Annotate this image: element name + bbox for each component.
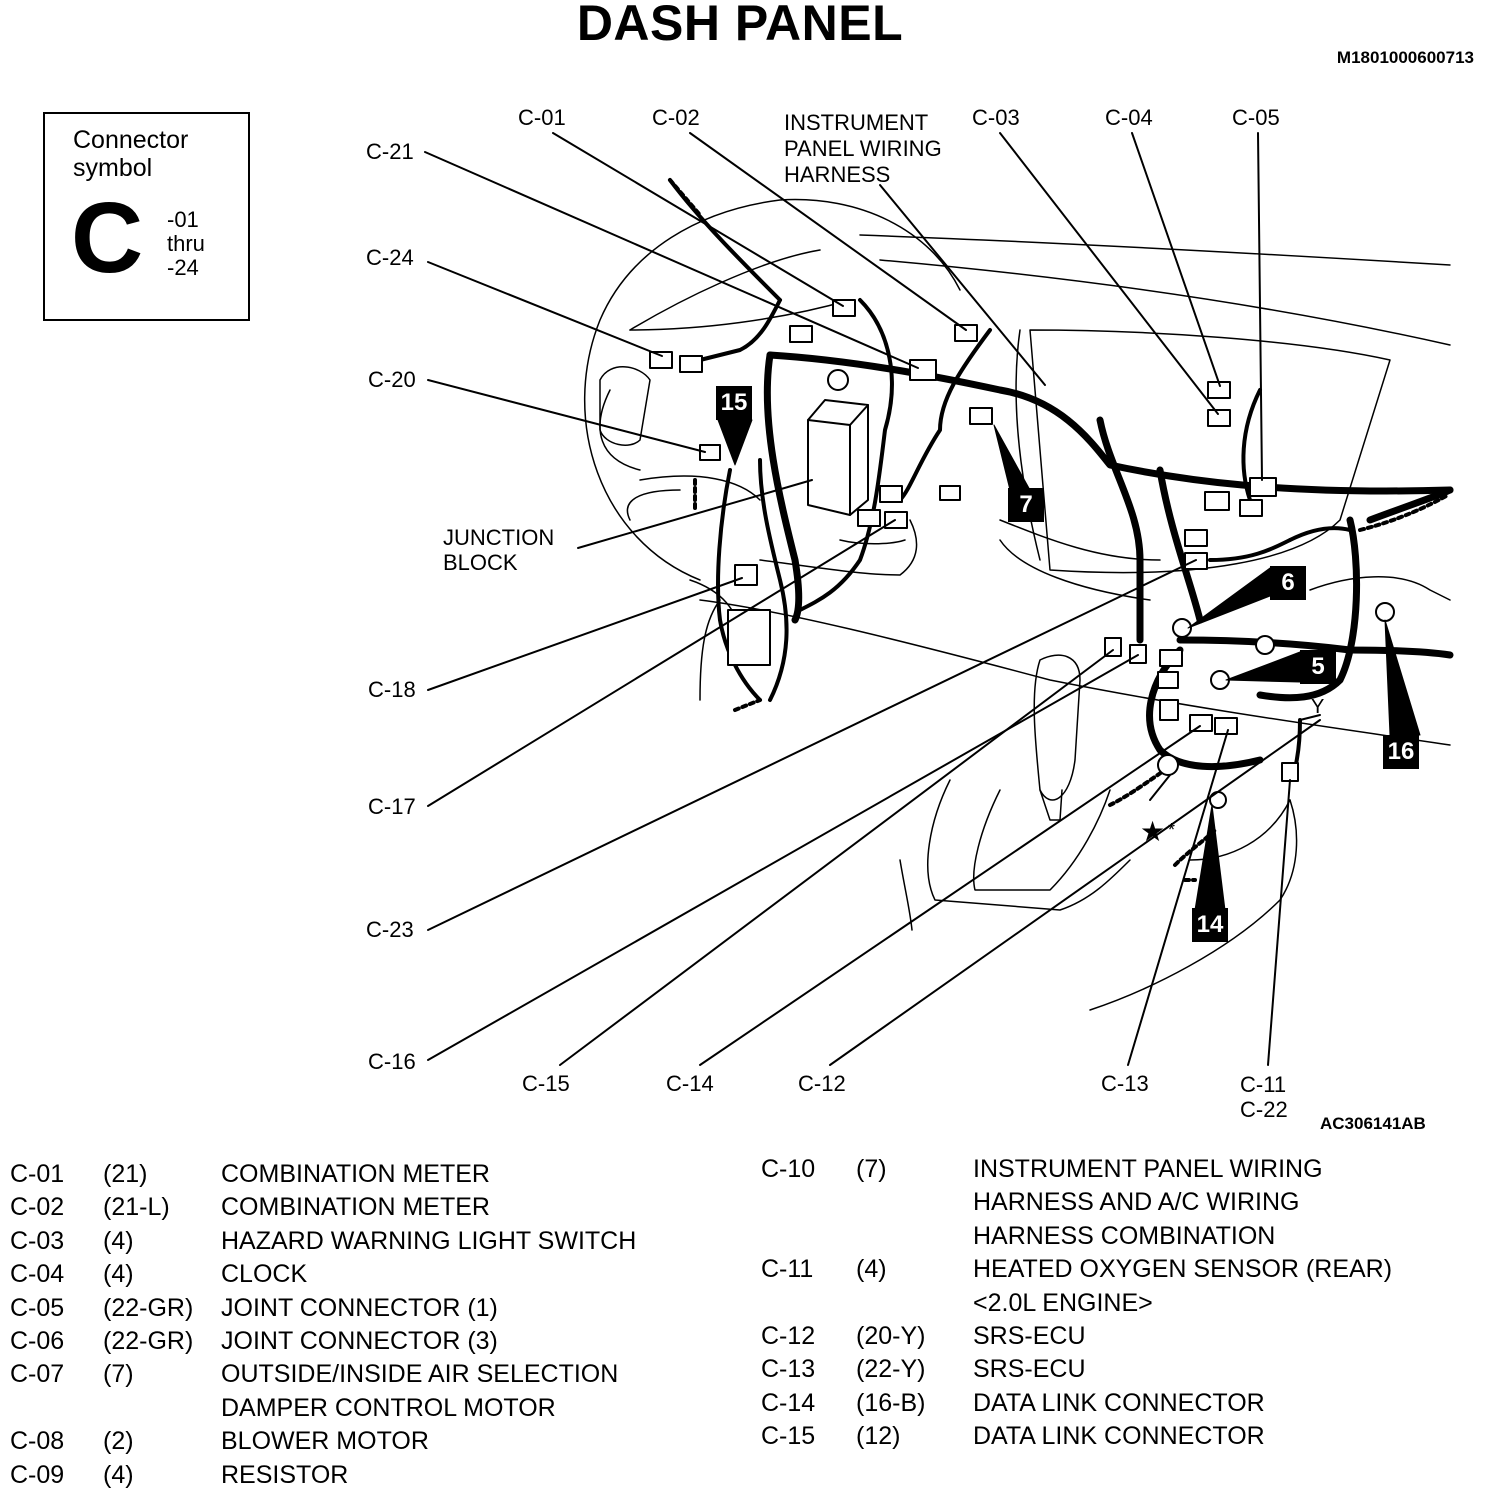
callout-c-11-c-22: C-11 C-22 xyxy=(1240,1072,1288,1122)
callout-c-13: C-13 xyxy=(1101,1071,1149,1096)
connector-pins: (12) xyxy=(856,1422,901,1451)
callout-c-24: C-24 xyxy=(366,245,414,270)
connector-pins: (2) xyxy=(103,1427,134,1456)
wiring-harness xyxy=(763,351,1454,770)
callout-instrument-panel-wiring-harness: INSTRUMENT PANEL WIRING HARNESS xyxy=(784,110,942,187)
connector-name: BLOWER MOTOR xyxy=(221,1427,429,1456)
connector-code: C-05 xyxy=(10,1293,65,1322)
connector-pins: (21-L) xyxy=(103,1193,170,1222)
callout-c-02: C-02 xyxy=(652,105,700,130)
connector-symbol-box: Connector symbol C -01 thru -24 xyxy=(43,112,250,321)
callout-c-03: C-03 xyxy=(972,105,1020,130)
page-title: DASH PANEL xyxy=(576,0,904,51)
callout-c-21: C-21 xyxy=(366,139,414,164)
connector-name: CLOCK xyxy=(221,1260,308,1289)
callout-junction-block: JUNCTION BLOCK xyxy=(443,525,555,575)
star-icon: ★ xyxy=(1140,816,1166,847)
connector-code: C-15 xyxy=(761,1422,816,1451)
connector-code: C-01 xyxy=(10,1160,65,1188)
connector-code: C-11 xyxy=(761,1255,814,1284)
marker-5: 5 xyxy=(1300,650,1336,684)
connector-name: HARNESS AND A/C WIRING xyxy=(973,1188,1300,1217)
connector-pins: (7) xyxy=(856,1155,887,1183)
leader-lines xyxy=(424,132,1321,1066)
connector-pins: (7) xyxy=(103,1360,134,1389)
connector-pins: (22-GR) xyxy=(103,1327,194,1355)
connector-code: C-03 xyxy=(10,1226,65,1255)
callout-c-14: C-14 xyxy=(666,1071,714,1096)
connector-pins: (16-B) xyxy=(856,1388,926,1417)
connector-pins: (4) xyxy=(103,1460,134,1489)
connector-pins: (4) xyxy=(856,1255,887,1284)
connector-name: <2.0L ENGINE> xyxy=(973,1288,1153,1317)
document-id: M1801000600713 xyxy=(1336,48,1474,67)
connector-name: DATA LINK CONNECTOR xyxy=(973,1388,1265,1417)
marker-16: 16 xyxy=(1383,735,1419,769)
connector-code: C-08 xyxy=(10,1427,65,1456)
connector-name: INSTRUMENT PANEL WIRING xyxy=(973,1155,1323,1183)
connector-name: DATA LINK CONNECTOR xyxy=(973,1422,1265,1451)
connector-pins: (4) xyxy=(103,1260,134,1289)
connector-name: COMBINATION METER xyxy=(221,1193,490,1222)
connector-name: SRS-ECU xyxy=(973,1355,1086,1384)
marker-14: 14 xyxy=(1192,908,1228,942)
connector-name: OUTSIDE/INSIDE AIR SELECTION xyxy=(221,1360,619,1389)
connector-blocks xyxy=(649,299,1395,809)
connector-symbol-letter: C xyxy=(71,182,144,294)
figure-id: AC306141AB xyxy=(1320,1114,1426,1133)
connector-name: DAMPER CONTROL MOTOR xyxy=(221,1393,556,1422)
connector-code: C-06 xyxy=(10,1327,65,1355)
connector-table-left: C-01 (21) COMBINATION METER C-02 (21-L) COMBI… xyxy=(10,1160,730,1490)
connector-name: JOINT CONNECTOR (1) xyxy=(221,1293,498,1322)
connector-name: SRS-ECU xyxy=(973,1322,1086,1350)
marker-6: 6 xyxy=(1270,566,1306,600)
connector-symbol-label: Connector symbol xyxy=(73,126,189,182)
connector-code: C-10 xyxy=(761,1155,816,1183)
connector-pins: (20-Y) xyxy=(856,1322,926,1350)
connector-pins: (22-GR) xyxy=(103,1293,194,1322)
connector-name: COMBINATION METER xyxy=(221,1160,490,1188)
connector-code: C-12 xyxy=(761,1322,816,1350)
callout-c-05: C-05 xyxy=(1232,105,1280,130)
callout-c-16: C-16 xyxy=(368,1049,416,1074)
connector-name: HAZARD WARNING LIGHT SWITCH xyxy=(221,1226,637,1255)
connector-code: C-04 xyxy=(10,1260,65,1289)
connector-code: C-14 xyxy=(761,1388,816,1417)
callout-c-17: C-17 xyxy=(368,794,416,819)
connector-name: HARNESS COMBINATION xyxy=(973,1221,1276,1250)
marker-15: 15 xyxy=(716,386,752,420)
connector-table-right: C-10 (7) INSTRUMENT PANEL WIRING HARNESS AN… xyxy=(761,1155,1491,1455)
connector-name: HEATED OXYGEN SENSOR (REAR) xyxy=(973,1255,1393,1284)
connector-code: C-13 xyxy=(761,1355,816,1384)
junction-block-shape xyxy=(807,399,869,516)
dashboard-outline xyxy=(583,198,1451,1011)
marker-7: 7 xyxy=(1008,488,1044,522)
callout-y: Y xyxy=(1311,696,1325,718)
connector-symbol-range: -01 thru -24 xyxy=(167,207,205,280)
connector-code: C-07 xyxy=(10,1360,65,1389)
connector-code: C-09 xyxy=(10,1460,65,1489)
callout-c-01: C-01 xyxy=(518,105,566,130)
callout-c-18: C-18 xyxy=(368,677,416,702)
connector-name: RESISTOR xyxy=(221,1460,349,1489)
callout-c-04: C-04 xyxy=(1105,105,1153,130)
callout-c-12: C-12 xyxy=(798,1071,846,1096)
connector-code: C-02 xyxy=(10,1193,65,1222)
connector-pins: (4) xyxy=(103,1226,134,1255)
connector-name: JOINT CONNECTOR (3) xyxy=(221,1327,498,1355)
callout-c-23: C-23 xyxy=(366,917,414,942)
callout-asterisk: * xyxy=(1168,820,1176,840)
connector-pins: (21) xyxy=(103,1160,148,1188)
callout-c-20: C-20 xyxy=(368,367,416,392)
callout-c-15: C-15 xyxy=(522,1071,570,1096)
connector-pins: (22-Y) xyxy=(856,1355,926,1384)
